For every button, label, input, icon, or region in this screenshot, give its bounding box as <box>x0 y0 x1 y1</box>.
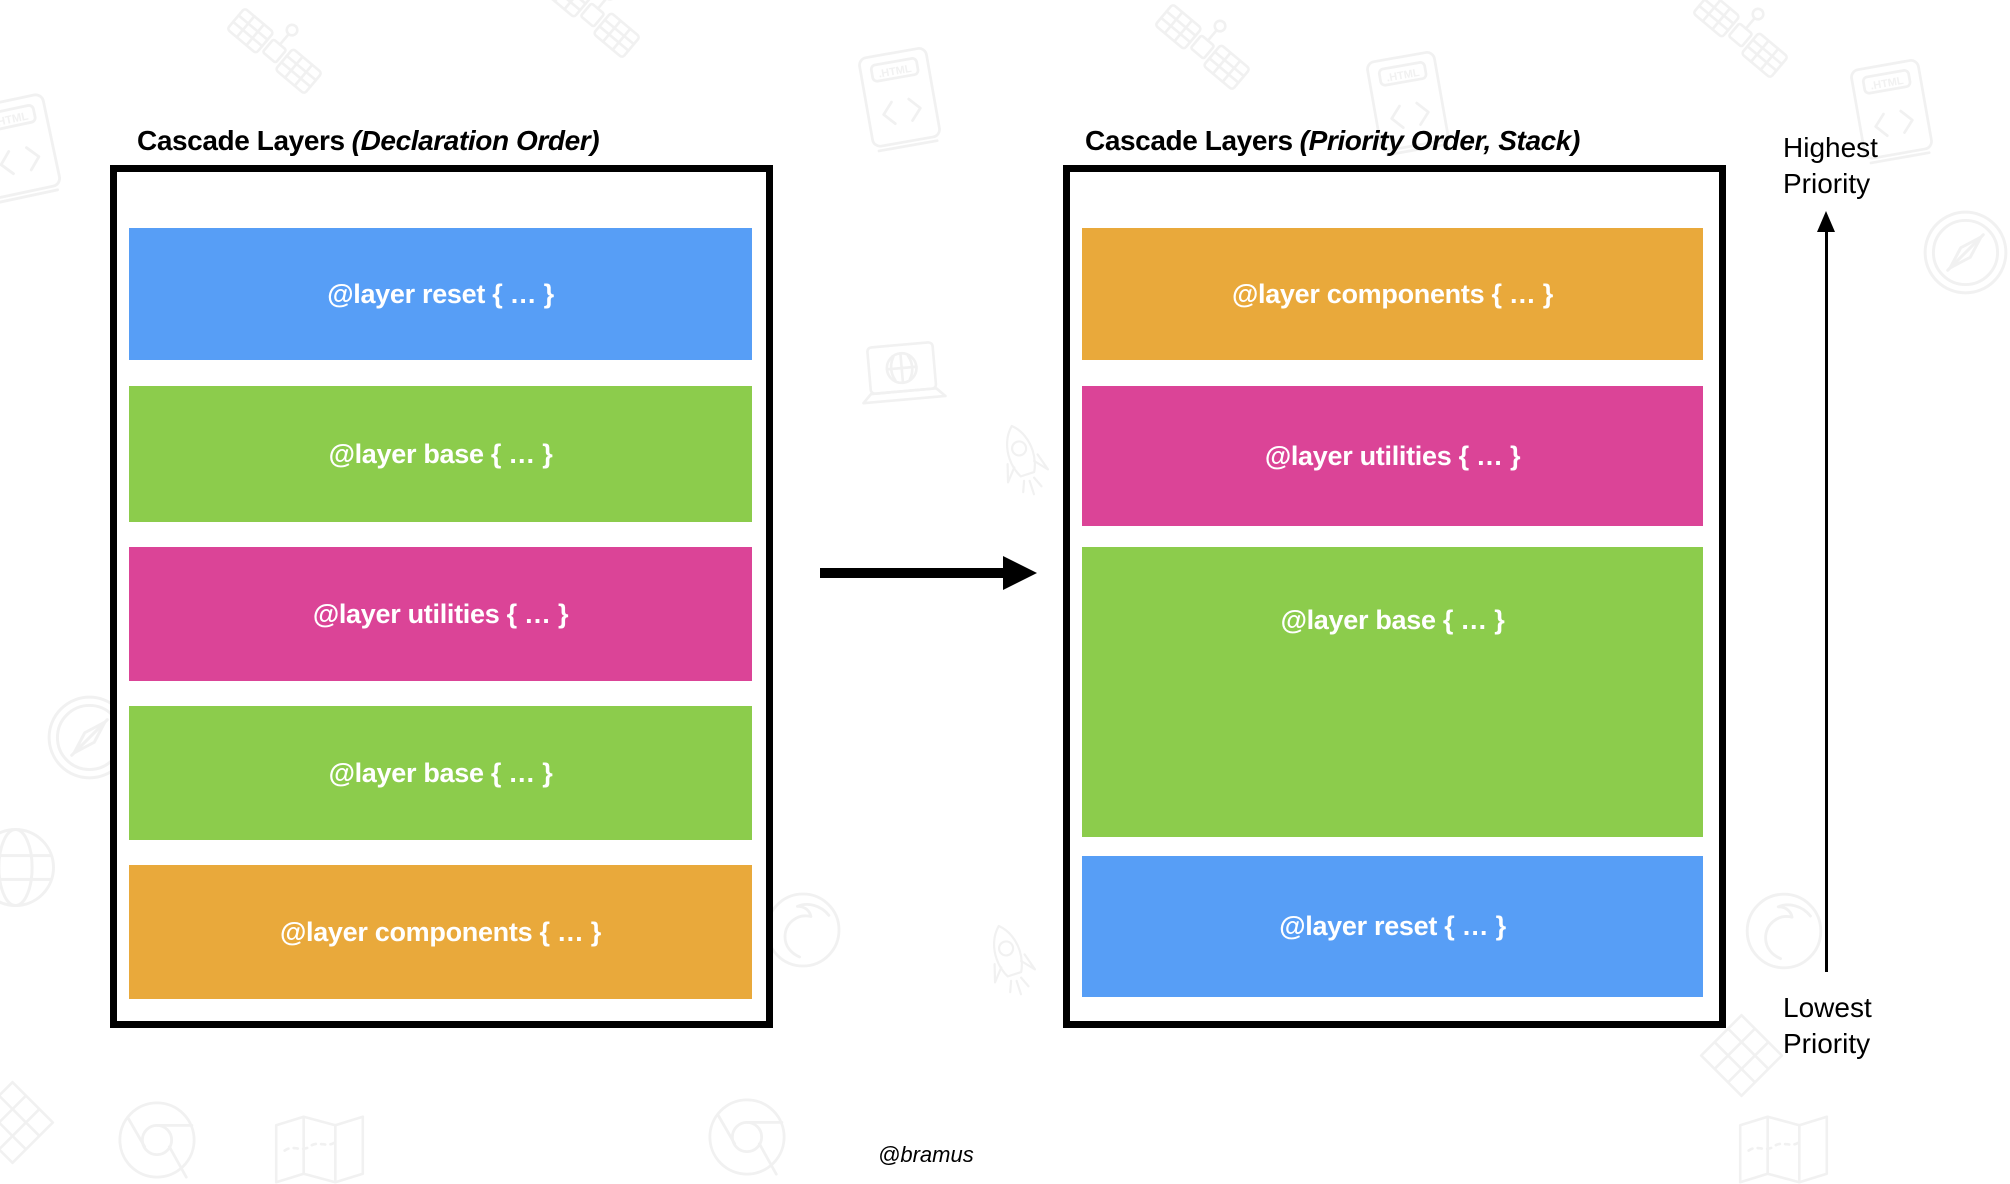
html-file-icon <box>0 87 70 210</box>
highest-line2: Priority <box>1783 168 1871 199</box>
firefox-icon <box>1738 885 1830 977</box>
layer-bar-base: @layer base { … } <box>129 386 752 522</box>
html-file-icon <box>852 42 949 158</box>
layer-bar-label: @layer utilities { … } <box>1264 440 1521 471</box>
attribution: @bramus <box>878 1142 974 1167</box>
priority-axis-line <box>1825 230 1828 972</box>
globe-icon <box>0 820 63 915</box>
layer-bar-reset: @layer reset { … } <box>129 228 752 360</box>
layer-bar-utilities: @layer utilities { … } <box>129 547 752 681</box>
compass-icon <box>1918 205 2010 300</box>
highest-line1: Highest <box>1783 132 1878 163</box>
layer-bar-components: @layer components { … } <box>129 865 752 999</box>
layer-bar-components: @layer components { … } <box>1082 228 1703 360</box>
chrome-icon <box>112 1095 202 1184</box>
laptop-icon <box>852 336 953 419</box>
right-arrow-icon <box>820 556 1037 590</box>
satellite-icon <box>1138 0 1266 109</box>
right-panel-title: Cascade Layers(Priority Order, Stack) <box>1085 125 1580 157</box>
right-title-subtitle: (Priority Order, Stack) <box>1299 125 1581 156</box>
right-title-text: Cascade Layers <box>1085 125 1293 156</box>
left-title-subtitle: (Declaration Order) <box>351 125 600 156</box>
layer-bar-label: @layer reset { … } <box>327 278 554 309</box>
layer-bar-label: @layer base { … } <box>1280 605 1505 635</box>
rocket-icon <box>964 909 1057 1011</box>
layer-bar-label: @layer base { … } <box>328 438 553 469</box>
declaration-order-box: @layer reset { … } @layer base { … } @la… <box>110 165 773 1028</box>
layer-bar-utilities: @layer utilities { … } <box>1082 386 1703 526</box>
chrome-icon <box>702 1092 792 1182</box>
layer-bar-reset: @layer reset { … } <box>1082 856 1703 997</box>
layer-bar-label: @layer utilities { … } <box>312 598 569 629</box>
lowest-line2: Priority <box>1783 1028 1871 1059</box>
layer-bar-base: @layer base { … } <box>1082 547 1703 837</box>
up-arrow-icon <box>1817 211 1835 232</box>
layer-bar-base: @layer base { … } <box>129 706 752 840</box>
layer-bar-label: @layer reset { … } <box>1279 911 1506 941</box>
layer-bar-label: @layer components { … } <box>1231 278 1554 309</box>
lowest-line1: Lowest <box>1783 992 1872 1023</box>
layer-bar-label: @layer components { … } <box>279 916 602 947</box>
satellite-icon <box>210 0 338 113</box>
trellis-icon <box>0 1075 60 1170</box>
layer-bar-label: @layer base { … } <box>328 757 553 788</box>
left-panel-title: Cascade Layers(Declaration Order) <box>137 125 600 157</box>
satellite-icon <box>1676 0 1804 97</box>
rocket-icon <box>977 409 1070 511</box>
satellite-icon <box>528 0 656 77</box>
map-icon <box>1736 1112 1831 1184</box>
left-title-text: Cascade Layers <box>137 125 345 156</box>
map-icon <box>272 1112 367 1184</box>
priority-order-box: @layer components { … } @layer utilities… <box>1063 165 1726 1028</box>
